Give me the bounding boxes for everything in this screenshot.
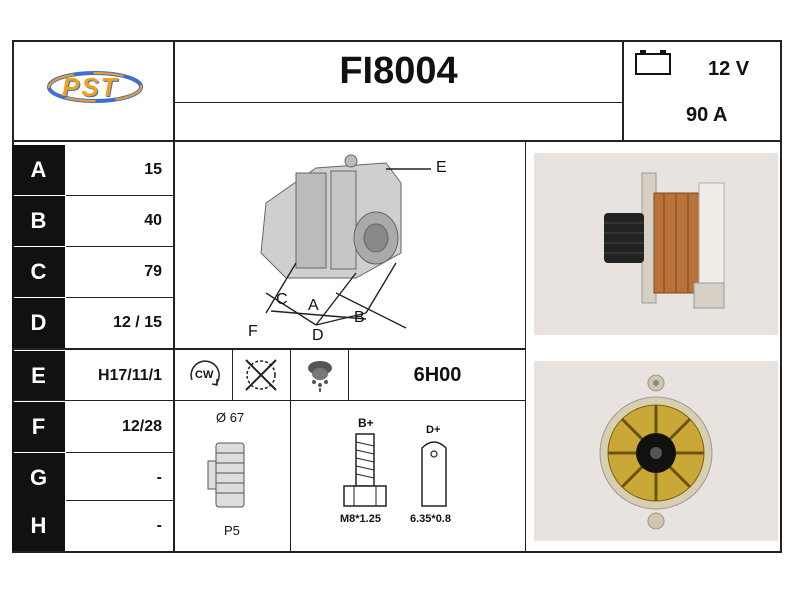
spec-letter-a: A: [12, 145, 65, 195]
diagram-label-c: C: [276, 291, 288, 308]
spec-row-line-5: [12, 400, 525, 401]
diagram-label-d: D: [312, 327, 324, 344]
icon-row-vline-1: [232, 350, 233, 400]
bolt-drawing: [340, 430, 390, 510]
header-vline-1: [173, 40, 175, 140]
alternator-front-photo: [534, 361, 778, 541]
spec-value-b: 40: [144, 212, 162, 229]
spec-value-c: 79: [144, 263, 162, 280]
pulley-diameter: Ø 67: [216, 410, 245, 425]
spade-terminal-drawing: [416, 436, 452, 510]
logo-text: PST: [62, 72, 119, 102]
spec-value-h: -: [156, 517, 162, 534]
header-divider: [12, 140, 782, 142]
diagram-label-b: B: [354, 309, 365, 326]
brand-logo: PST: [40, 62, 150, 112]
current: 90 A: [686, 104, 728, 126]
spec-row-line-1: [66, 195, 173, 196]
spec-value-d: 12 / 15: [113, 314, 162, 331]
spec-value-g: -: [156, 469, 162, 486]
header-vline-2: [622, 40, 624, 140]
spec-letter-g: G: [12, 453, 65, 503]
battery-icon: [634, 48, 674, 78]
spec-value-e: H17/11/1: [97, 367, 162, 384]
b-plus-label: B+: [358, 416, 374, 430]
spec-row-line-2: [66, 246, 173, 247]
no-regulator-icon: [238, 354, 284, 396]
diagram-right-line: [525, 140, 526, 553]
frame-right: [780, 40, 782, 553]
header-hline-mid: [175, 102, 622, 103]
spec-letter-h: H: [12, 501, 65, 551]
spec-value-f: 12/28: [121, 418, 162, 435]
fan-icon: [298, 354, 342, 396]
d-plus-size: 6.35*0.8: [410, 513, 451, 525]
alternator-side-photo: [534, 153, 778, 335]
spec-row-line-3: [66, 297, 173, 298]
pulley-type: P5: [224, 523, 240, 538]
spec-letter-c: C: [12, 247, 65, 297]
d-plus-label: D+: [426, 424, 441, 436]
b-plus-size: M8*1.25: [340, 513, 381, 525]
spec-row-line-6: [66, 452, 173, 453]
icon-row-vline-2: [290, 350, 291, 400]
clock-code: 6H00: [413, 364, 462, 386]
spec-letter-d: D: [12, 298, 65, 348]
rotation-icon: CW: [184, 354, 228, 396]
diagram-label-f: F: [248, 323, 258, 340]
voltage: 12 V: [708, 58, 750, 80]
spec-row-line-4: [12, 348, 525, 350]
frame-bottom: [12, 551, 782, 553]
rotation-label: CW: [195, 369, 214, 381]
spec-row-line-7: [66, 500, 173, 501]
pulley-drawing: [204, 435, 254, 515]
frame-top: [12, 40, 782, 42]
pulley-vline: [290, 400, 291, 553]
alternator-diagram: E C A B F D: [176, 143, 524, 347]
spec-value-a: 15: [144, 161, 162, 178]
spec-letter-e: E: [12, 351, 65, 401]
diagram-label-e: E: [436, 159, 447, 176]
spec-letter-f: F: [12, 402, 65, 452]
diagram-label-a: A: [308, 297, 319, 314]
part-number: FI8004: [339, 50, 458, 92]
icon-row-vline-3: [348, 350, 349, 400]
spec-letter-b: B: [12, 196, 65, 246]
spec-col-right: [173, 140, 175, 553]
